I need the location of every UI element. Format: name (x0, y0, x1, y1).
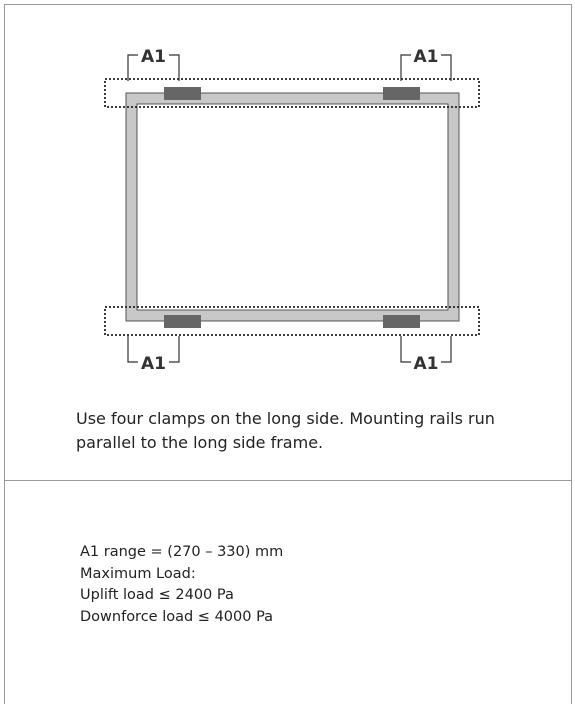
dimension-label-bottom-right: A1 (414, 354, 439, 374)
spec-uplift-load: Uplift load ≤ 2400 Pa (80, 587, 234, 603)
top-mounting-zone (104, 78, 480, 108)
dimension-label-top-right: A1 (414, 47, 439, 67)
module-frame (125, 92, 460, 322)
clamp-bottom-right (383, 315, 420, 328)
bottom-mounting-zone (104, 306, 480, 336)
spec-downforce-load: Downforce load ≤ 4000 Pa (80, 608, 274, 625)
load-specifications: A1 range = (270 – 330) mm Maximum Load: … (80, 542, 283, 628)
dimension-label-top-left: A1 (141, 47, 166, 67)
mounting-instruction-card: A1 A1 A1 A1 Use four clamps on the long … (4, 4, 572, 704)
spec-maximum-load-heading: Maximum Load: (80, 565, 196, 582)
dimension-bracket-top-left (127, 54, 180, 81)
clamp-top-right (383, 87, 420, 100)
spec-a1-range: A1 range = (270 – 330) mm (80, 544, 284, 560)
section-divider (5, 480, 571, 481)
diagram-section: A1 A1 A1 A1 Use four clamps on the long … (5, 5, 571, 480)
clamp-mounting-diagram: A1 A1 A1 A1 (104, 47, 480, 374)
frame-inner (136, 103, 449, 311)
dimension-label-bottom-left: A1 (141, 354, 166, 374)
clamp-bottom-left (164, 315, 201, 328)
dimension-bracket-bottom-left (127, 336, 180, 363)
clamp-top-left (164, 87, 201, 100)
dimension-bracket-top-right (400, 54, 452, 81)
diagram-caption: Use four clamps on the long side. Mounti… (76, 409, 495, 452)
dimension-bracket-bottom-right (400, 336, 452, 363)
